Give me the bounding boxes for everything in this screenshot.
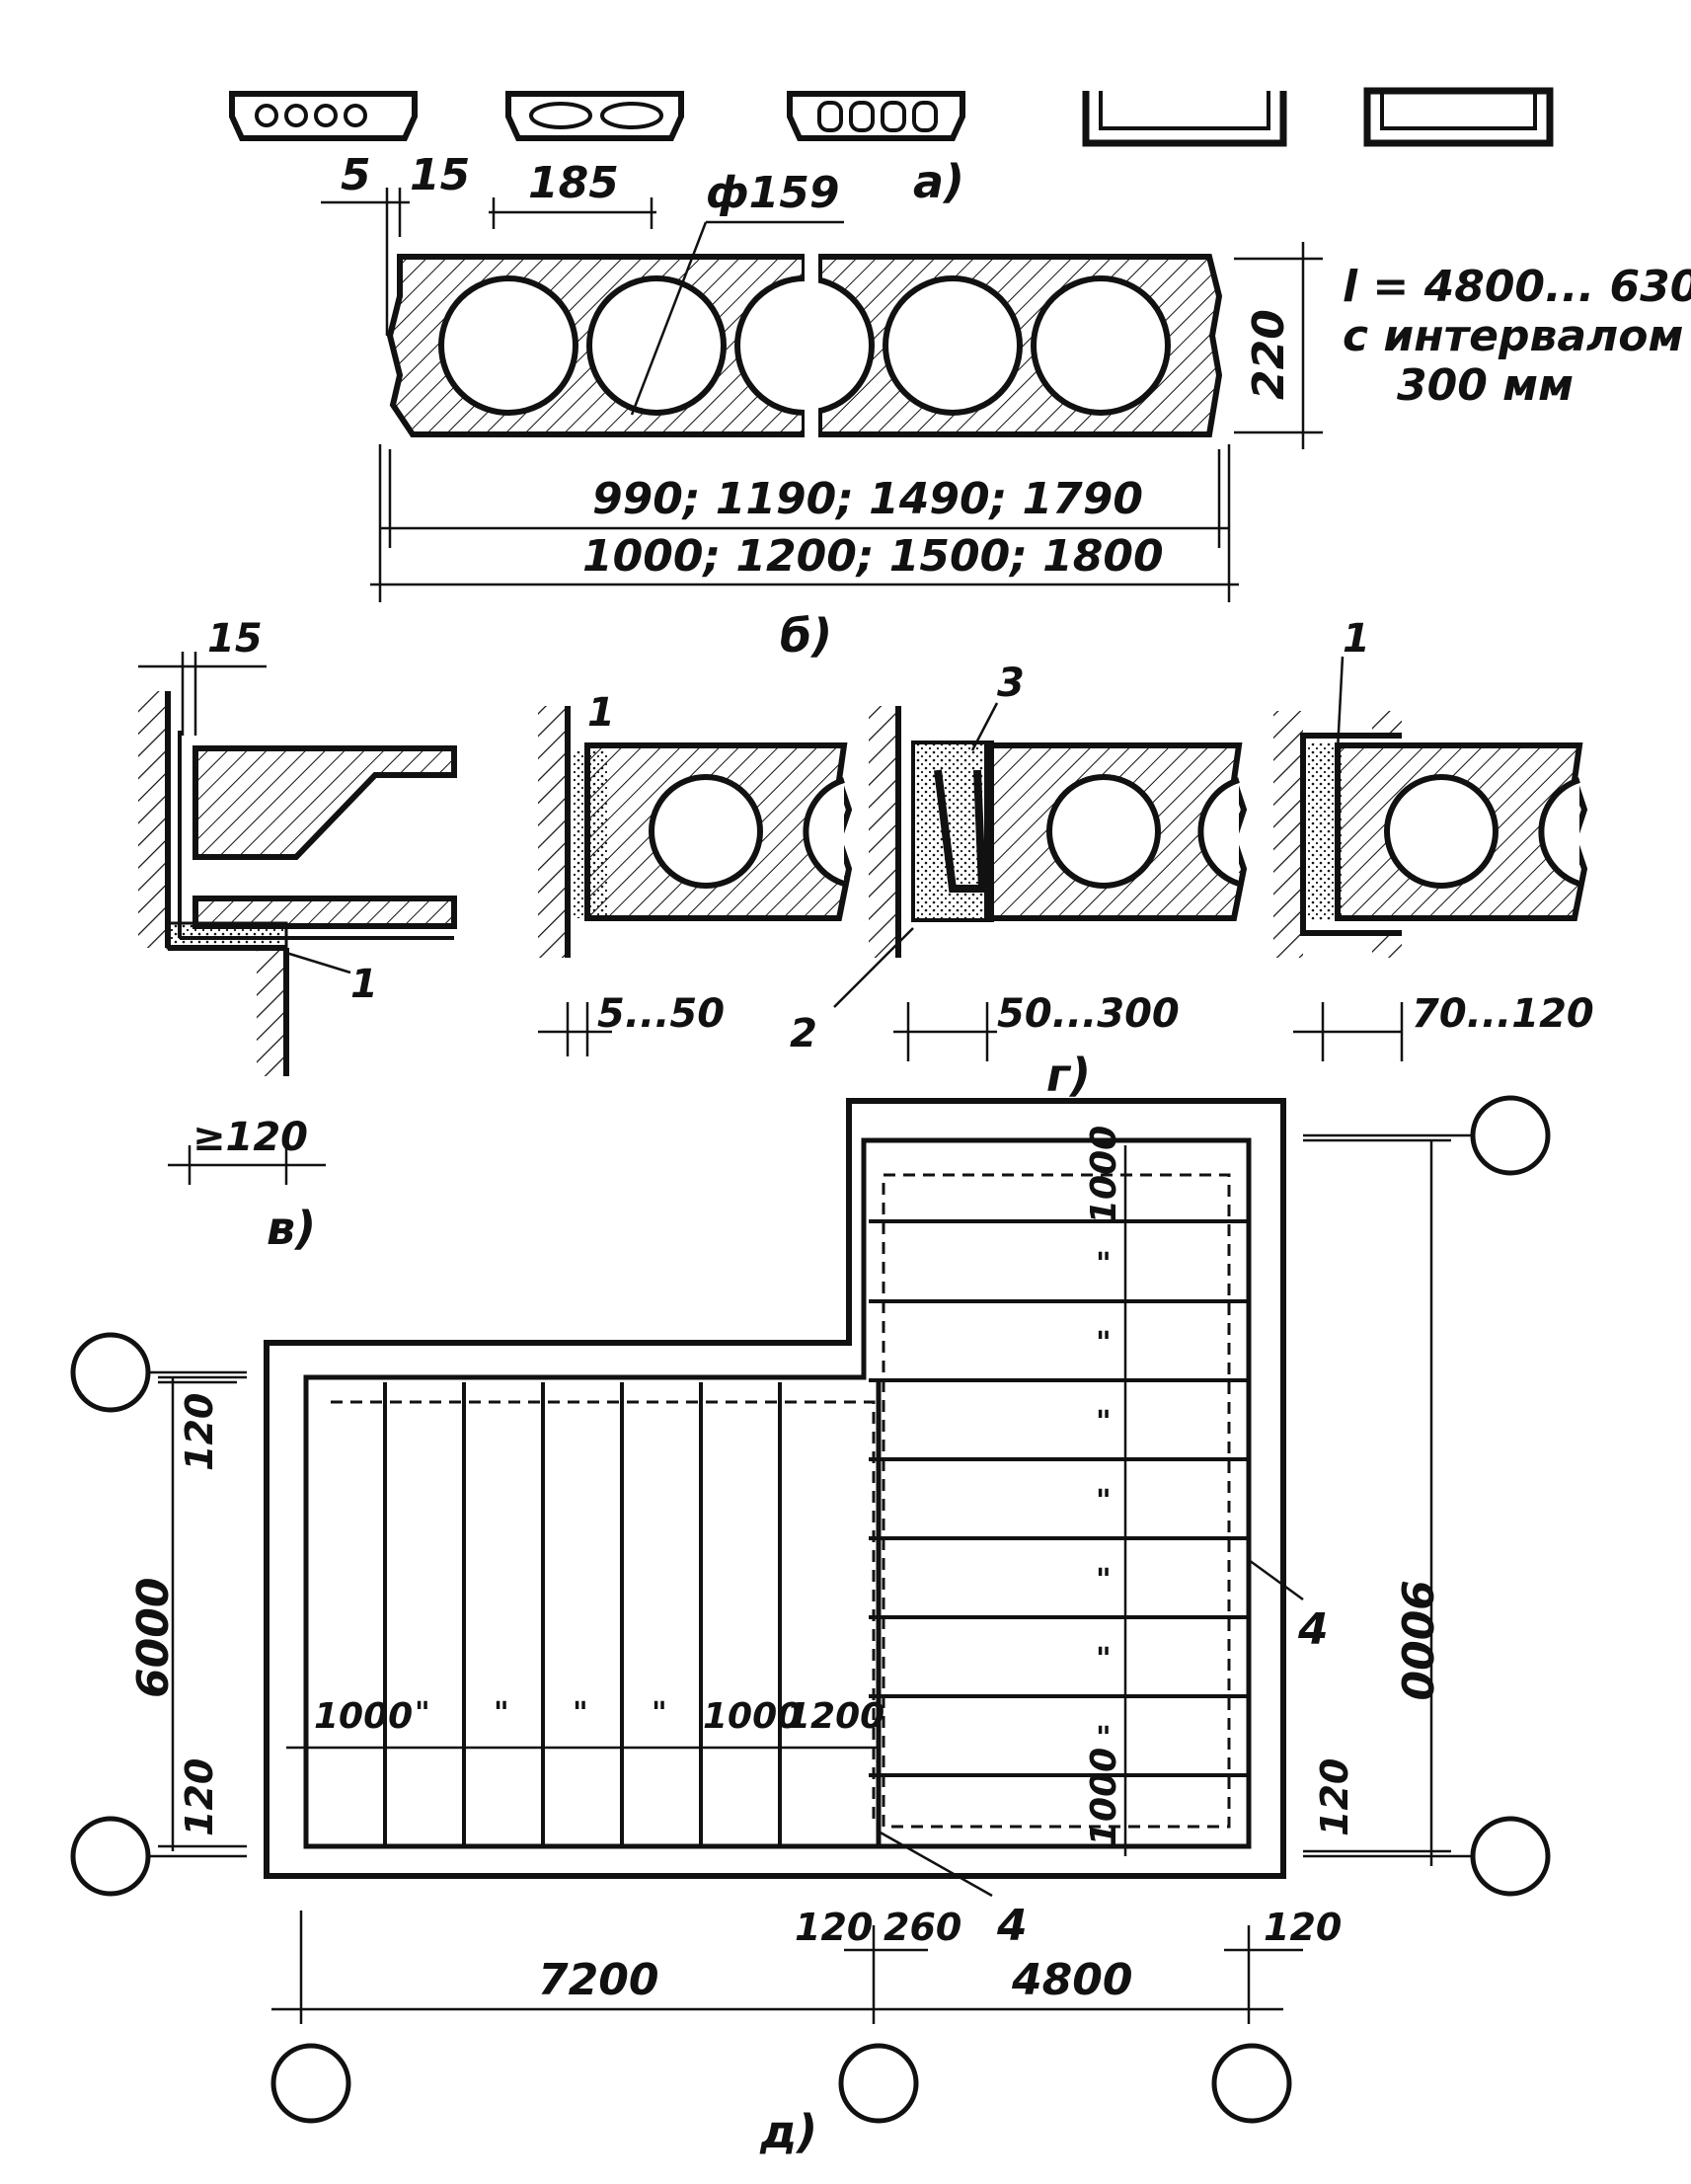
part-a-label: а)	[913, 155, 964, 208]
plan-ditto-1: "	[415, 1696, 430, 1731]
widths-bottom: 1000; 1200; 1500; 1800	[582, 531, 1164, 582]
axis-bubble-right-bottom	[1470, 1816, 1551, 1897]
slab-type-tray-ribbed	[1082, 91, 1287, 147]
plan-ditto-2: "	[494, 1696, 509, 1731]
v-dim-15: 15	[207, 616, 263, 662]
plan-dim-120-left-top: 120	[178, 1393, 221, 1471]
plan-dim-120-left-bottom: 120	[178, 1758, 221, 1836]
void-2	[586, 275, 727, 416]
hollow-slab-section: 5 15 185 ф159 220 l = 4800... 6300 с инт…	[321, 150, 1691, 663]
slab-type-round-voids	[229, 91, 418, 141]
dim-185: 185	[528, 158, 619, 208]
axis-bubble-right-top	[1470, 1095, 1551, 1176]
plan-ditto-5: "	[1096, 1247, 1112, 1282]
plan-ditto-3: "	[573, 1696, 588, 1731]
length-line-3: 300 мм	[1397, 360, 1574, 411]
support-detail-v: 15 1 ≥120 в)	[138, 616, 457, 1255]
slab-type-oval-voids	[505, 91, 684, 141]
plan-slab-1000-bottom-right: 1000	[1084, 1748, 1124, 1846]
plan-ditto-10: "	[1096, 1642, 1112, 1677]
plan-dim-4800: 4800	[1011, 1955, 1132, 2005]
plan-ditto-6: "	[1096, 1326, 1112, 1361]
support-detail-g3: 1 70...120	[1273, 616, 1594, 1061]
void-4	[883, 275, 1023, 416]
plan-dim-6000: 6000	[128, 1578, 179, 1698]
plan-dim-120-bottom-mid: 120	[795, 1906, 873, 1949]
g2-callout-3: 3	[997, 661, 1025, 706]
support-detail-g2: 3 2 50...300 г)	[790, 661, 1248, 1102]
g1-callout-1: 1	[587, 690, 615, 736]
axis-bubble-bottom-mid	[838, 2043, 919, 2124]
part-d-label: д)	[759, 2105, 817, 2158]
g3-dim: 70...120	[1412, 991, 1594, 1037]
plan-ditto-7: "	[1096, 1405, 1112, 1440]
support-detail-g1: 1 5...50	[538, 690, 853, 1056]
plan-callout-4-bottom: 4	[996, 1901, 1028, 1951]
g3-callout-1: 1	[1343, 616, 1370, 662]
slab-types-row: а)	[229, 87, 1554, 208]
plan-slab-1000-a: 1000	[314, 1696, 413, 1737]
part-b-label: б)	[780, 609, 832, 663]
widths-top: 990; 1190; 1490; 1790	[592, 474, 1143, 524]
plan-ditto-9: "	[1096, 1563, 1112, 1598]
plan-ditto-8: "	[1096, 1484, 1112, 1519]
plan-ditto-4: "	[652, 1696, 667, 1731]
plan-ditto-11: "	[1096, 1721, 1112, 1755]
axis-bubble-left-bottom	[70, 1816, 151, 1897]
length-line-2: с интервалом	[1343, 311, 1683, 361]
axis-bubble-bottom-right	[1211, 2043, 1292, 2124]
floor-plan: 1000 1000 1200 " " " " 1000 1000 " " " "…	[70, 1095, 1551, 2158]
plan-dim-120-bottom-right: 120	[1264, 1906, 1342, 1949]
plan-dim-120-right: 120	[1313, 1758, 1356, 1836]
axis-bubble-bottom-left	[270, 2043, 351, 2124]
plan-slab-1200: 1200	[786, 1696, 884, 1737]
dim-220: 220	[1244, 309, 1294, 400]
dim-5: 5	[341, 150, 371, 200]
g1-dim: 5...50	[597, 991, 725, 1037]
part-v-label: в)	[267, 1202, 316, 1255]
v-callout-1: 1	[350, 962, 378, 1007]
plan-callout-4-right: 4	[1297, 1604, 1329, 1655]
plan-slab-1000-b: 1000	[703, 1696, 802, 1737]
g2-dim: 50...300	[997, 991, 1180, 1037]
slab-type-vertical-voids	[787, 91, 965, 141]
slab-type-channel	[1363, 87, 1554, 147]
dim-diameter: ф159	[706, 168, 840, 218]
void-5	[1031, 275, 1171, 416]
plan-dim-260: 260	[884, 1906, 961, 1949]
plan-dim-7200: 7200	[538, 1955, 658, 2005]
plan-slab-1000-top-right: 1000	[1084, 1126, 1124, 1224]
g2-callout-2: 2	[790, 1011, 817, 1056]
axis-bubble-left-top	[70, 1332, 151, 1413]
length-line-1: l = 4800... 6300	[1343, 262, 1691, 312]
plan-dim-9000: 9000	[1391, 1580, 1441, 1700]
part-g-label: г)	[1046, 1049, 1091, 1102]
void-1	[438, 275, 578, 416]
v-dim-120: ≥120	[192, 1115, 308, 1160]
dim-15: 15	[410, 150, 470, 200]
